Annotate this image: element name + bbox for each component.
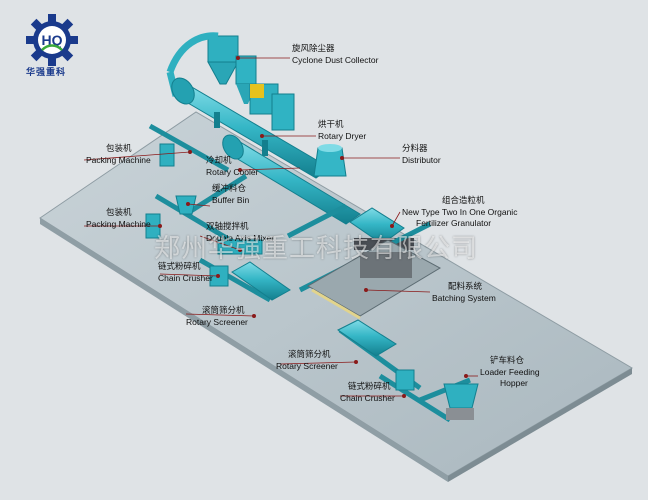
buffer-bin [175,195,197,215]
cyclone-dust-collector [166,32,295,131]
label-granulator: 组合造粒机 New Type Two In One Organic Fertil… [402,196,517,229]
label-cn: 旋风除尘器 [292,44,335,54]
packing-machine-1 [159,143,175,167]
label-en: New Type Two In One Organic [402,207,518,217]
label-en: Rotary Screener [276,361,338,371]
loader-feeding-hopper [443,383,479,420]
label-screener-2: 滚筒筛分机 Rotary Screener [276,350,338,372]
label-en-2: Fertilizer Granulator [416,218,492,228]
label-en: Batching System [432,293,496,303]
floor-platform-edge [40,218,448,482]
label-en: Packing Machine [86,155,151,165]
rotary-screener-2 [337,319,397,357]
label-en: Rotary Screener [186,317,248,327]
label-hopper: 铲车料仓 Loader Feeding Hopper [480,356,540,389]
label-en: Rotary Dryer [318,131,367,141]
logo-letters: HQ [42,32,63,48]
label-en: Loader Feeding [480,367,540,377]
label-cn: 包装机 [106,144,132,154]
rotary-screener-1 [231,261,291,301]
label-cn: 烘干机 [318,120,344,130]
label-en: Rotary Cooler [206,167,259,177]
label-cn: 滚筒筛分机 [288,350,331,360]
company-logo: HQ [26,14,78,66]
label-cn: 链式粉碎机 [158,262,201,272]
floor-platform-edge-right [448,368,632,482]
label-batching: 配料系统 Batching System [432,282,496,304]
company-name: 华强重科 [26,68,67,78]
label-crusher-1: 链式粉碎机 Chain Crusher [158,262,213,284]
label-en: Chain Crusher [158,273,213,283]
label-cyclone: 旋风除尘器 Cyclone Dust Collector [292,44,378,66]
double-axis-mixer [217,239,263,255]
label-cn: 配料系统 [448,282,483,292]
label-cooler: 冷却机 Rotary Cooler [206,156,258,178]
chain-crusher-2 [395,369,415,391]
label-cn: 组合造粒机 [442,196,485,206]
label-cn: 缓冲料仓 [212,184,247,194]
distributor [313,144,347,177]
label-cn: 分料器 [402,144,428,154]
label-en: Buffer Bin [212,195,250,205]
batching-system [306,239,442,320]
label-dryer: 烘干机 Rotary Dryer [318,120,366,142]
label-screener-1: 滚筒筛分机 Rotary Screener [186,306,248,328]
label-crusher-2: 链式粉碎机 Chain Crusher [340,382,395,404]
label-en: Packing Machine [86,219,151,229]
watermark: 郑州华强重工科技有限公司 [154,234,479,264]
label-cn: 链式粉碎机 [348,382,391,392]
label-cn: 包装机 [106,208,132,218]
label-buffer: 缓冲料仓 Buffer Bin [212,184,249,206]
label-distributor: 分料器 Distributor [402,144,441,166]
label-cn: 滚筒筛分机 [202,306,245,316]
label-packing-2: 包装机 Packing Machine [86,208,151,230]
label-cn: 冷却机 [206,156,232,166]
label-en-2: Hopper [500,378,528,388]
leader-lines [83,56,478,398]
label-en: Double Axis Mixer [206,233,275,243]
label-en: Chain Crusher [340,393,395,403]
label-en: Cyclone Dust Collector [292,55,379,65]
label-en: Distributor [402,155,441,165]
label-cn: 铲车料仓 [490,356,525,366]
label-mixer: 双轴搅拌机 Double Axis Mixer [206,222,274,244]
label-packing-1: 包装机 Packing Machine [86,144,151,166]
rotary-cooler [222,134,361,225]
label-cn: 双轴搅拌机 [206,222,249,232]
